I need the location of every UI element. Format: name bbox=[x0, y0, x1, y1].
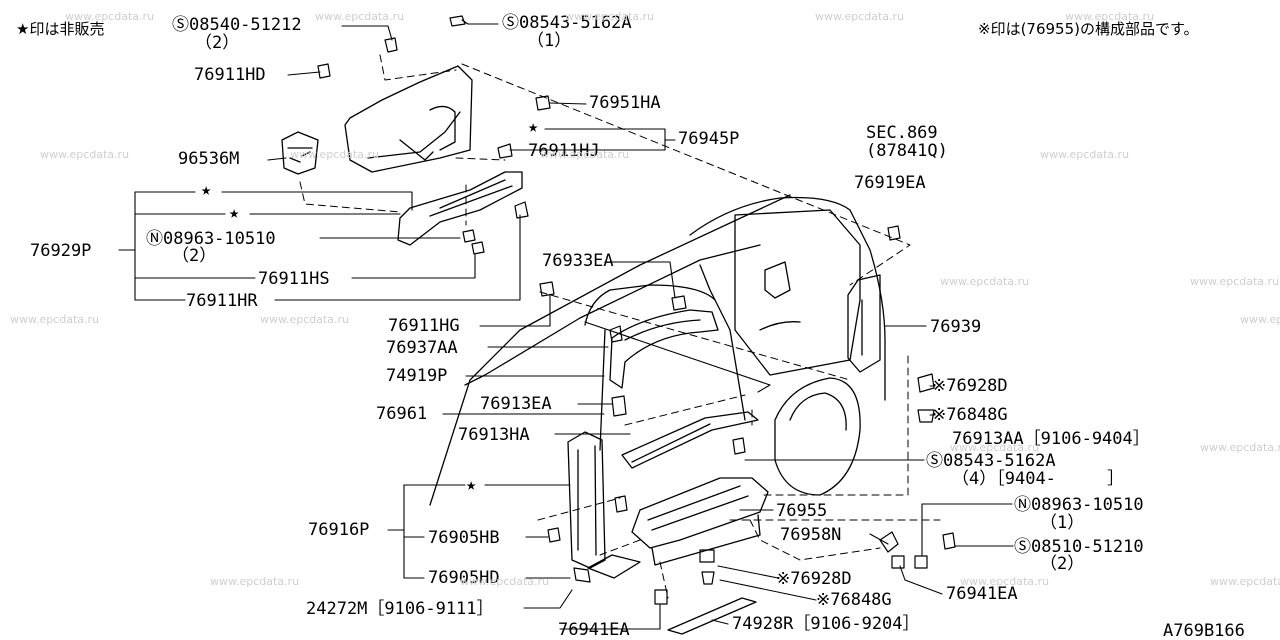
part-label-08543-top-qty: （1） bbox=[527, 31, 572, 51]
part-label-74919p: 74919P bbox=[386, 366, 448, 386]
part-label-08963-10510-b: Ⓝ08963-10510 bbox=[1014, 495, 1144, 515]
pillar-trim-76916p bbox=[567, 431, 606, 569]
vehicle-body-outline bbox=[429, 194, 886, 506]
watermark: www.epcdata.ru bbox=[40, 148, 130, 161]
part-label-76911hj: 76911HJ bbox=[528, 141, 600, 161]
watermark: www.epcdata.ru bbox=[1190, 275, 1280, 288]
part-label-76939: 76939 bbox=[930, 317, 982, 337]
part-label-76911hs: 76911HS bbox=[258, 269, 330, 289]
sill-trim-76913ha bbox=[621, 411, 759, 469]
part-label-76911hr: 76911HR bbox=[186, 291, 258, 311]
watermark: www.epcdata.ru bbox=[1065, 10, 1155, 23]
part-label-sec869: SEC.869 bbox=[866, 123, 938, 143]
part-label-76945p: 76945P bbox=[678, 129, 740, 149]
part-label-96536m: 96536M bbox=[178, 149, 240, 169]
legend-component-note: ※印は(76955)の構成部品です。 bbox=[978, 20, 1199, 38]
watermark: www.epcdata.ru bbox=[815, 10, 905, 23]
watermark: www.epcdata.ru bbox=[1200, 441, 1280, 454]
part-label-87841q: (87841Q) bbox=[866, 141, 948, 161]
part-label-08510-51210: Ⓢ08510-51210 bbox=[1014, 537, 1144, 557]
part-label-08540-qty: （2） bbox=[195, 33, 240, 53]
watermark: www.epcdata.ru bbox=[565, 10, 655, 23]
rear-quarter-trim-76929p bbox=[397, 171, 523, 246]
part-label-76916p: 76916P bbox=[308, 520, 370, 540]
watermark: www.epcdata.ru bbox=[460, 575, 550, 588]
part-label-08963-b-qty: （1） bbox=[1040, 513, 1085, 533]
part-label-76929p: 76929P bbox=[30, 241, 92, 261]
part-label-08963-10510-a: Ⓝ08963-10510 bbox=[146, 229, 276, 249]
watermark: www.epcdata.ru bbox=[940, 275, 1030, 288]
part-label-76913ea: 76913EA bbox=[480, 394, 552, 414]
part-label-08543-5162a-mid: Ⓢ08543-5162A bbox=[926, 451, 1056, 471]
figure-code: A769B166 bbox=[1163, 621, 1245, 640]
watermark: www.epcdata.ru bbox=[210, 575, 300, 588]
watermark: www.epcdata.ru bbox=[1240, 313, 1280, 326]
part-label-76913ha: 76913HA bbox=[458, 425, 530, 445]
watermark: www.epcdata.ru bbox=[290, 148, 380, 161]
part-label-08510-qty: （2） bbox=[1040, 554, 1085, 574]
watermark: www.epcdata.ru bbox=[10, 313, 100, 326]
part-label-star-76916p: ★ bbox=[466, 475, 477, 495]
part-label-08963-a-qty: （2） bbox=[172, 246, 217, 266]
part-label-76913aa: 76913AA［9106-9404］ bbox=[952, 429, 1150, 449]
watermark: www.epcdata.ru bbox=[315, 10, 405, 23]
watermark: www.epcdata.ru bbox=[950, 441, 1040, 454]
part-label-74928r: 74928R［9106-9204］ bbox=[732, 614, 920, 634]
part-label-76911hd: 76911HD bbox=[194, 65, 266, 85]
part-label-08543-5162a-top: Ⓢ08543-5162A bbox=[502, 13, 632, 33]
legend-non-sale: ★印は非販売 bbox=[16, 20, 105, 38]
watermark: www.epcdata.ru bbox=[960, 575, 1050, 588]
bracket-sec869 bbox=[764, 261, 791, 299]
part-label-76928d-right: ※76928D bbox=[932, 376, 1008, 396]
part-label-76848g-bottom: ※76848G bbox=[816, 590, 892, 610]
part-label-star-76945p: ★ bbox=[528, 117, 539, 137]
watermark: www.epcdata.ru bbox=[260, 313, 350, 326]
watermark: www.epcdata.ru bbox=[1040, 148, 1130, 161]
part-label-star-2: ★ bbox=[229, 203, 240, 223]
leader-lines bbox=[118, 19, 1014, 630]
part-label-76941ea-bottom: 76941EA bbox=[558, 620, 630, 640]
part-label-76951ha: 76951HA bbox=[589, 93, 661, 113]
part-label-76937aa: 76937AA bbox=[386, 338, 458, 358]
phantom-lines bbox=[299, 54, 941, 599]
watermark: www.epcdata.ru bbox=[65, 10, 155, 23]
part-label-76848g-right: ※76848G bbox=[932, 405, 1008, 425]
part-label-76941ea-right: 76941EA bbox=[946, 584, 1018, 604]
scuff-plate-24272m bbox=[587, 554, 641, 579]
watermark: www.epcdata.ru bbox=[1210, 575, 1280, 588]
part-label-76961: 76961 bbox=[376, 404, 428, 424]
watermark: www.epcdata.ru bbox=[540, 148, 630, 161]
part-label-76928d-bottom: ※76928D bbox=[776, 569, 852, 589]
part-label-76919ea: 76919EA bbox=[854, 173, 926, 193]
part-label-76905hb: 76905HB bbox=[428, 528, 500, 548]
part-label-24272m: 24272M［9106-9111］ bbox=[306, 599, 494, 619]
part-label-76955: 76955 bbox=[776, 501, 828, 521]
pocket-96536m bbox=[281, 131, 319, 175]
part-label-08543-mid-qty: （4）［9404- ］ bbox=[952, 469, 1125, 489]
part-label-08540-51212: Ⓢ08540-51212 bbox=[172, 15, 302, 35]
part-label-star-1: ★ bbox=[201, 180, 212, 200]
part-label-76905hd: 76905HD bbox=[428, 568, 500, 588]
part-label-76933ea: 76933EA bbox=[542, 251, 614, 271]
scuff-plate-74928r bbox=[667, 597, 757, 635]
part-label-76958n: 76958N bbox=[780, 525, 842, 545]
fasteners bbox=[317, 15, 956, 605]
upper-side-trim-panel bbox=[344, 65, 473, 173]
part-label-76911hg: 76911HG bbox=[388, 316, 460, 336]
